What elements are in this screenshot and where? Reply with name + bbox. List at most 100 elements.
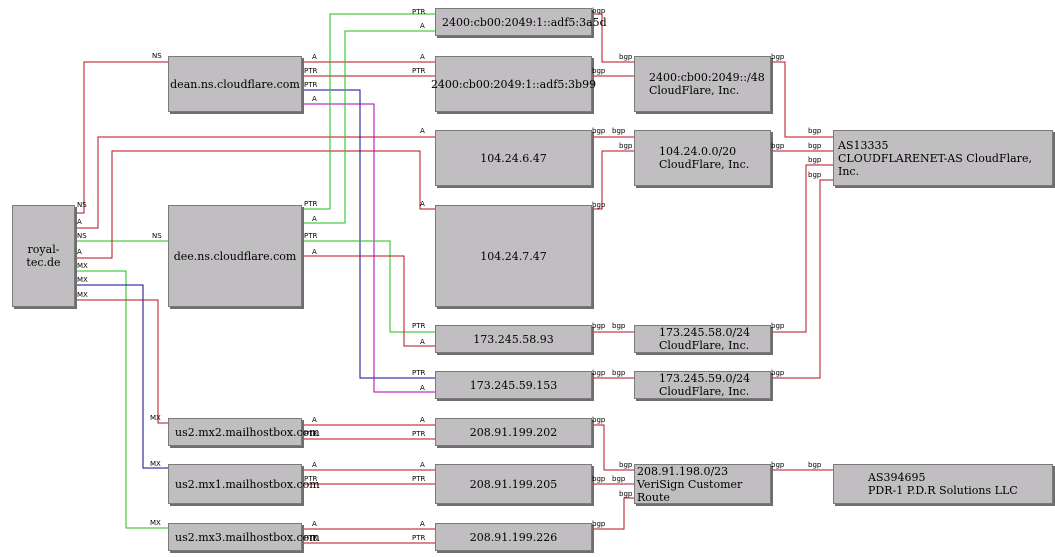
edge-label-bgp: bgp [592, 520, 606, 528]
node-ipv6-3a5d[interactable]: 2400:cb00:2049:1::adf5:3a5d [435, 8, 607, 36]
edge-label-ptr: PTR [412, 8, 426, 16]
edge-label-mx: MX [150, 414, 161, 422]
edge-label-a: A [420, 461, 425, 469]
node-ip-104-24-6-47[interactable]: 104.24.6.47 [435, 130, 592, 186]
node-label: 208.91.199.202 [469, 425, 558, 439]
edge-label-a: A [420, 200, 425, 208]
edge-label-ptr: PTR [304, 200, 318, 208]
edge-label-ptr: PTR [412, 430, 426, 438]
node-label: 173.245.58.0/24 CloudFlare, Inc. [659, 326, 751, 352]
node-ip-208-91-199-226[interactable]: 208.91.199.226 [435, 523, 592, 551]
node-as394695[interactable]: AS394695 PDR-1 P.D.R Solutions LLC [833, 464, 1053, 504]
edge [302, 103, 435, 393]
node-label: 2400:cb00:2049::/48 CloudFlare, Inc. [649, 71, 765, 97]
node-label: 104.24.0.0/20 CloudFlare, Inc. [659, 145, 750, 171]
node-dee-ns[interactable]: dee.ns.cloudflare.com [168, 205, 302, 307]
node-ipv6-3b99[interactable]: 2400:cb00:2049:1::adf5:3b99 [431, 56, 596, 112]
node-label: 208.91.199.205 [469, 477, 558, 491]
node-label: AS394695 PDR-1 P.D.R Solutions LLC [868, 471, 1018, 497]
edge [302, 240, 435, 333]
edge-label-a: A [312, 95, 317, 103]
edge-label-bgp: bgp [808, 156, 822, 164]
edge-label-bgp: bgp [592, 127, 606, 135]
node-label: AS13335 CLOUDFLARENET-AS CloudFlare, Inc… [838, 138, 1032, 178]
node-ip-173-245-59-153[interactable]: 173.245.59.153 [435, 371, 592, 399]
edge [771, 61, 833, 138]
edge-label-bgp: bgp [592, 416, 606, 424]
edge-label-a: A [312, 248, 317, 256]
edge-label-mx: MX [150, 460, 161, 468]
node-label: dee.ns.cloudflare.com [173, 249, 297, 263]
node-label: us2.mx2.mailhostbox.com [175, 425, 320, 439]
edge [75, 299, 168, 424]
node-prefix-2400-cb00-2049-48[interactable]: 2400:cb00:2049::/48 CloudFlare, Inc. [634, 56, 771, 112]
node-label: dean.ns.cloudflare.com [170, 77, 300, 91]
edge-label-bgp: bgp [592, 369, 606, 377]
node-label: 2400:cb00:2049:1::adf5:3b99 [430, 77, 597, 91]
edge-label-bgp: bgp [771, 369, 785, 377]
edge [592, 497, 634, 530]
node-royal-tec-de[interactable]: royal-tec.de [12, 205, 75, 307]
node-mx3[interactable]: us2.mx3.mailhostbox.com [168, 523, 320, 551]
edge-label-bgp: bgp [619, 490, 633, 498]
edge-label-a: A [77, 248, 82, 256]
edge-label-bgp: bgp [592, 201, 606, 209]
edge-label-ptr: PTR [304, 67, 318, 75]
edge-label-a: A [420, 53, 425, 61]
edge-label-bgp: bgp [612, 322, 626, 330]
edge-label-a: A [312, 520, 317, 528]
node-ip-104-24-7-47[interactable]: 104.24.7.47 [435, 205, 592, 307]
edge-label-bgp: bgp [771, 53, 785, 61]
node-label: 208.91.199.226 [469, 530, 558, 544]
node-label: 173.245.59.0/24 CloudFlare, Inc. [659, 372, 751, 398]
node-label: 2400:cb00:2049:1::adf5:3a5d [442, 15, 607, 29]
edge-label-bgp: bgp [619, 142, 633, 150]
edge-label-a: A [420, 384, 425, 392]
edge [592, 150, 634, 210]
node-prefix-173-245-58-0-24[interactable]: 173.245.58.0/24 CloudFlare, Inc. [634, 325, 771, 353]
edge-label-bgp: bgp [771, 142, 785, 150]
edge-label-bgp: bgp [612, 475, 626, 483]
edge-label-a: A [420, 520, 425, 528]
edge-label-ptr: PTR [304, 534, 318, 542]
node-ip-208-91-199-205[interactable]: 208.91.199.205 [435, 464, 592, 504]
edge-label-bgp: bgp [619, 53, 633, 61]
node-mx2[interactable]: us2.mx2.mailhostbox.com [168, 418, 320, 446]
edge-label-a: A [312, 215, 317, 223]
node-as13335[interactable]: AS13335 CLOUDFLARENET-AS CloudFlare, Inc… [833, 130, 1053, 186]
node-prefix-173-245-59-0-24[interactable]: 173.245.59.0/24 CloudFlare, Inc. [634, 371, 771, 399]
edge-label-bgp: bgp [771, 322, 785, 330]
edge-label-ns: NS [152, 52, 162, 60]
edge-label-ptr: PTR [304, 475, 318, 483]
edge-label-mx: MX [77, 276, 88, 284]
node-label: 104.24.7.47 [480, 249, 547, 263]
edge-label-bgp: bgp [619, 461, 633, 469]
edge [302, 13, 435, 210]
edge-label-a: A [312, 416, 317, 424]
edge-label-bgp: bgp [592, 475, 606, 483]
edge-label-ptr: PTR [412, 322, 426, 330]
edge-label-bgp: bgp [612, 127, 626, 135]
edge-label-mx: MX [150, 519, 161, 527]
node-prefix-104-24-0-0-20[interactable]: 104.24.0.0/20 CloudFlare, Inc. [634, 130, 771, 186]
edge-label-ptr: PTR [412, 369, 426, 377]
edge-label-a: A [312, 53, 317, 61]
edge-label-bgp: bgp [808, 127, 822, 135]
node-mx1[interactable]: us2.mx1.mailhostbox.com [168, 464, 320, 504]
edge-label-a: A [420, 416, 425, 424]
edge-label-ptr: PTR [412, 67, 426, 75]
edge-label-a: A [420, 127, 425, 135]
edge-label-a: A [77, 218, 82, 226]
edge-label-bgp: bgp [808, 171, 822, 179]
node-label: 208.91.198.0/23 VeriSign Customer Route [637, 464, 743, 504]
edge [302, 30, 435, 224]
node-ip-208-91-199-202[interactable]: 208.91.199.202 [435, 418, 592, 446]
node-dean-ns[interactable]: dean.ns.cloudflare.com [168, 56, 302, 112]
edge-label-bgp: bgp [808, 142, 822, 150]
edge-label-ns: NS [77, 201, 87, 209]
node-ip-173-245-58-93[interactable]: 173.245.58.93 [435, 325, 592, 353]
node-prefix-208-91-198-0-23[interactable]: 208.91.198.0/23 VeriSign Customer Route [634, 464, 771, 504]
edge [771, 164, 833, 333]
